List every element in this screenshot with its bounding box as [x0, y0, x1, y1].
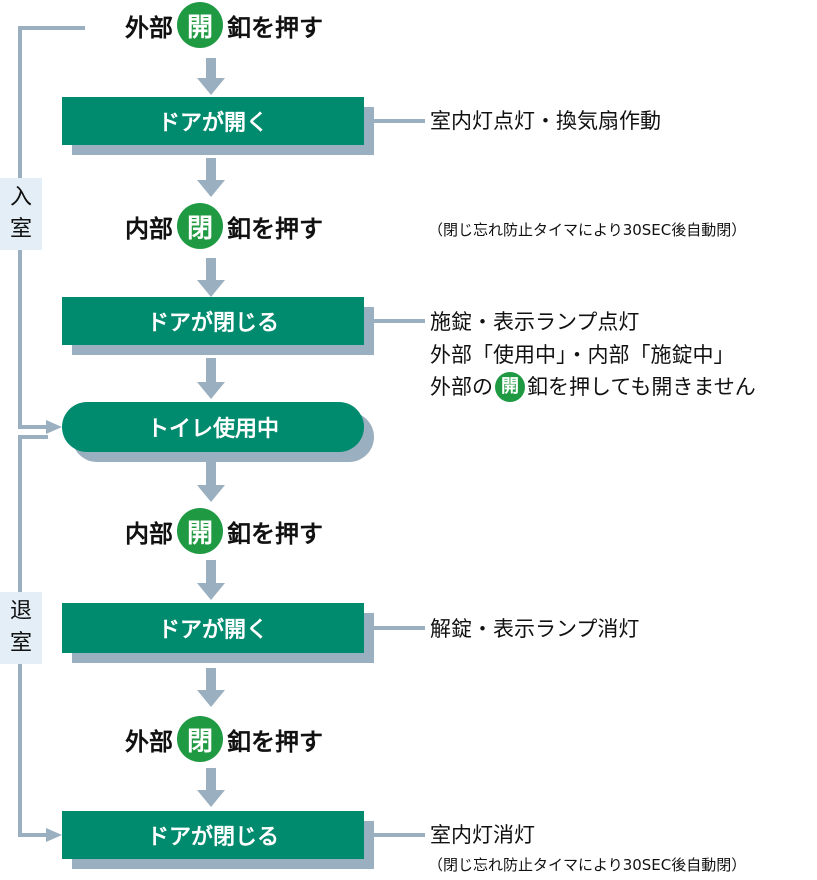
state-door-opens-2: ドアが開く: [62, 603, 364, 653]
tag-enter-char-2: 室: [9, 217, 32, 242]
note-text-after: 釦を押しても開きません: [527, 375, 756, 399]
step-label-before: 外部: [125, 727, 173, 756]
step-outer-open-press: 外部 開 釦を押す: [125, 2, 323, 48]
note-lock-lamp-on: 施錠・表示ランプ点灯: [430, 310, 640, 334]
note-text-before: 外部の: [430, 375, 493, 399]
note-light-off: 室内灯消灯: [430, 823, 535, 847]
note-display-status: 外部「使用中」・内部「施錠中」: [430, 343, 735, 367]
step-label-before: 内部: [125, 214, 173, 243]
note-outer-open-disabled: 外部の 開 釦を押しても開きません: [430, 372, 756, 402]
open-button-icon: 開: [495, 372, 525, 402]
state-door-closes-1: ドアが閉じる: [62, 297, 364, 345]
state-toilet-occupied: トイレ使用中: [62, 402, 364, 452]
step-label-after: 釦を押す: [227, 214, 323, 243]
step-label-after: 釦を押す: [227, 13, 323, 42]
state-door-closes-2: ドアが閉じる: [62, 811, 364, 859]
step-label-after: 釦を押す: [227, 727, 323, 756]
tag-enter-char-1: 入: [9, 185, 32, 210]
state-door-opens-1: ドアが開く: [62, 97, 364, 145]
open-button-icon: 開: [177, 508, 223, 554]
tag-exit-char-1: 退: [9, 599, 32, 624]
tag-exit: 退 室: [0, 592, 42, 664]
open-button-icon: 開: [177, 2, 223, 48]
note-light-fan-on: 室内灯点灯・換気扇作動: [430, 109, 661, 133]
note-auto-close-timer-2: （閉じ忘れ防止タイマにより30SEC後自動閉）: [428, 856, 747, 874]
step-label-before: 外部: [125, 13, 173, 42]
step-inner-open-press: 内部 開 釦を押す: [125, 508, 323, 554]
tag-enter: 入 室: [0, 178, 42, 250]
close-button-icon: 閉: [177, 716, 223, 762]
step-label-after: 釦を押す: [227, 519, 323, 548]
note-auto-close-timer: （閉じ忘れ防止タイマにより30SEC後自動閉）: [428, 221, 747, 239]
step-inner-close-press: 内部 閉 釦を押す: [125, 203, 323, 249]
close-button-icon: 閉: [177, 203, 223, 249]
note-unlock-lamp-off: 解錠・表示ランプ消灯: [430, 617, 640, 641]
tag-exit-char-2: 室: [9, 631, 32, 656]
step-outer-close-press: 外部 閉 釦を押す: [125, 716, 323, 762]
step-label-before: 内部: [125, 519, 173, 548]
